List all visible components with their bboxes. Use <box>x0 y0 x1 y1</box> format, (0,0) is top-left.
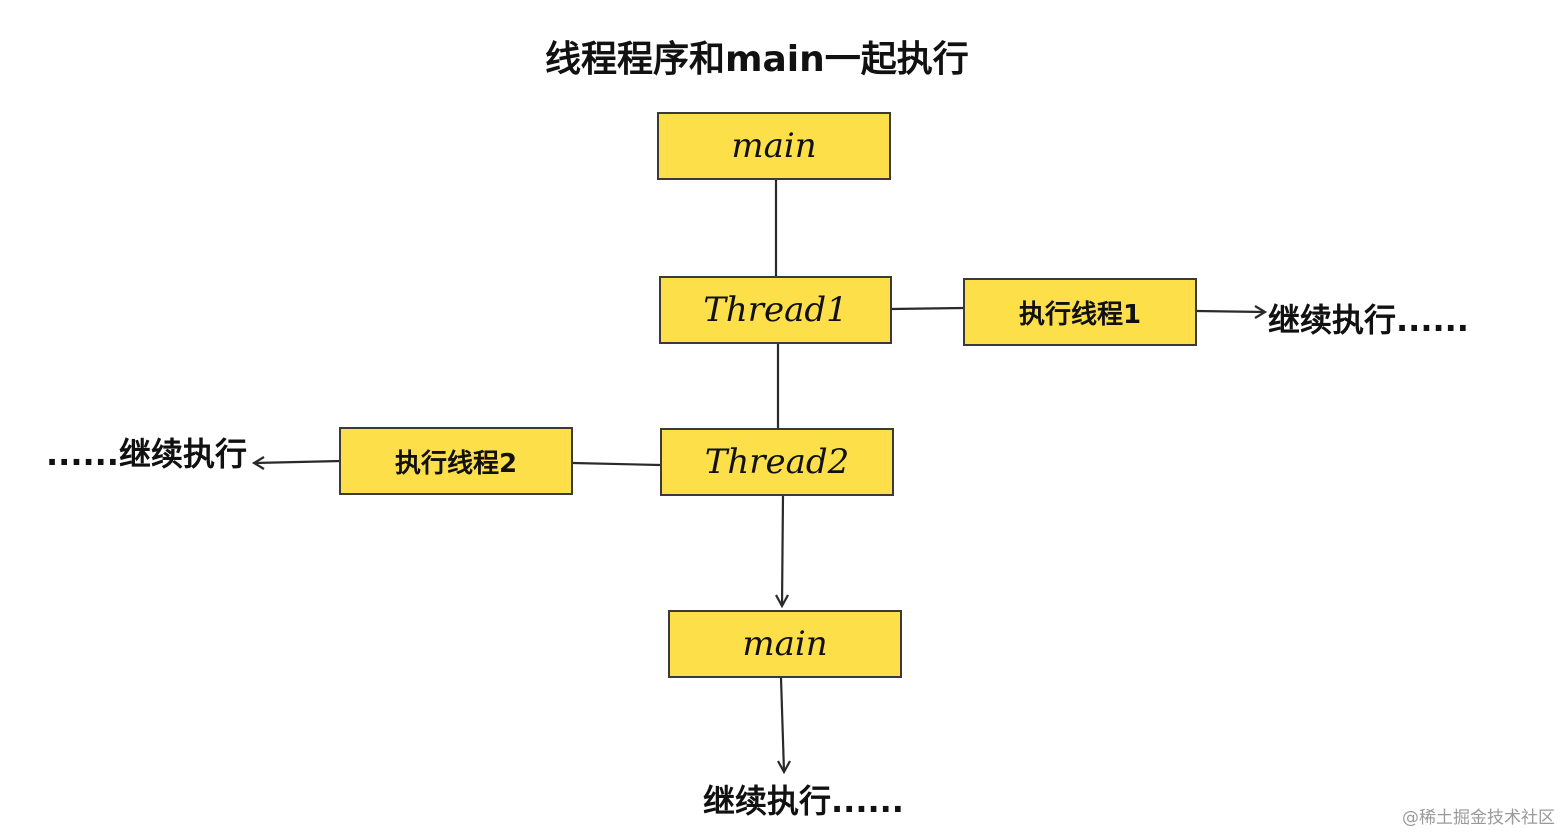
arrow-main-to-continue <box>779 677 786 773</box>
main-bottom-label: main <box>742 624 828 664</box>
thread1-exec-label: 执行线程1 <box>1018 299 1142 330</box>
arrowhead-down-2 <box>777 760 791 775</box>
diagram-title: 线程程序和main一起执行 <box>545 39 969 80</box>
connector-thread2-to-exec2 <box>572 461 661 467</box>
thread2-box: Thread2 <box>660 428 894 496</box>
arrow-exec1-to-continue <box>1196 309 1266 314</box>
main-top-label: main <box>731 126 817 166</box>
main-top-box: main <box>657 112 891 180</box>
left-continue-note: ......继续执行 <box>46 435 247 473</box>
thread2-exec-label: 执行线程2 <box>394 448 518 479</box>
thread2-exec-box: 执行线程2 <box>339 427 573 495</box>
watermark-text: @稀土掘金技术社区 <box>1402 808 1555 828</box>
arrowhead-right <box>1254 305 1268 319</box>
arrow-exec2-to-continue <box>253 459 342 465</box>
main-bottom-box: main <box>668 610 902 678</box>
arrowhead-down-1 <box>775 594 789 609</box>
connector-thread1-to-exec1 <box>890 306 965 311</box>
bottom-continue-note: 继续执行...... <box>703 782 904 820</box>
thread1-label: Thread1 <box>703 290 848 330</box>
thread1-box: Thread1 <box>659 276 892 344</box>
thread1-exec-box: 执行线程1 <box>963 278 1197 346</box>
arrow-thread2-to-main <box>780 494 785 607</box>
thread2-label: Thread2 <box>704 442 850 482</box>
right-continue-note: 继续执行...... <box>1268 301 1469 339</box>
arrowhead-left <box>251 456 265 470</box>
